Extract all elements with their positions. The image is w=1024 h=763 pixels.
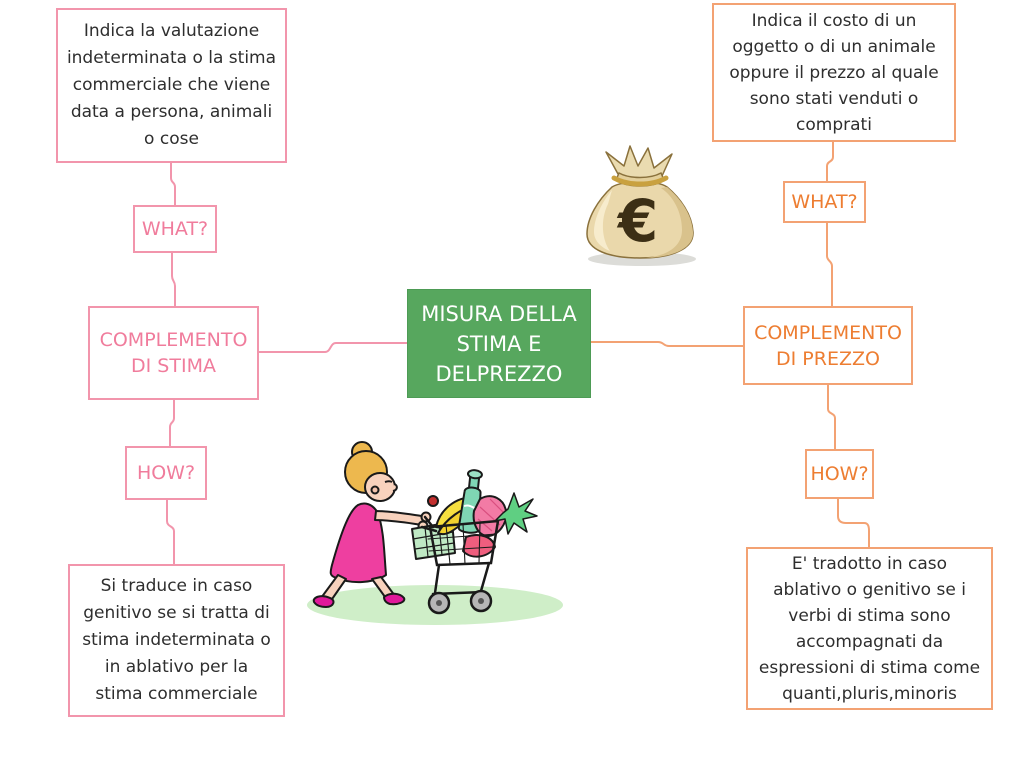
stima-node-box: COMPLEMENTO DI STIMA <box>88 306 259 400</box>
cherry <box>427 495 439 507</box>
connector-stima-what-to-node <box>171 252 176 307</box>
face <box>364 472 396 502</box>
connector-prezzo-node-to-how <box>827 384 836 450</box>
money-bag-highlight <box>594 190 612 251</box>
money-bag-shading <box>646 187 694 258</box>
shoe-right <box>383 592 406 606</box>
arm <box>374 510 424 526</box>
stima-translation-box: Si traduce in caso genitivo se si tratta… <box>68 564 285 717</box>
connector-stima-node-to-how <box>169 399 175 447</box>
page-title: MISURA DELLA STIMA E DELPREZZO <box>407 289 591 398</box>
woman-pushing-shopping-cart <box>307 441 563 625</box>
stima-what-box: WHAT? <box>133 205 217 253</box>
nose <box>392 483 398 492</box>
prezzo-what-box: WHAT? <box>783 181 866 223</box>
connector-stima-node-to-center <box>258 342 408 353</box>
shopping-cart <box>420 515 500 615</box>
cart-basket-grid <box>427 522 497 565</box>
money-bag-rope <box>611 175 669 187</box>
prezzo-how-box: HOW? <box>805 449 874 499</box>
cart-basket <box>428 519 500 567</box>
prezzo-node-box: COMPLEMENTO DI PREZZO <box>743 306 913 385</box>
groceries <box>411 469 538 560</box>
stima-definition-box: Indica la valutazione indeterminata o la… <box>56 8 287 163</box>
connector-center-to-prezzo-node <box>590 341 744 347</box>
ear <box>370 485 380 495</box>
shoe-left <box>312 595 335 608</box>
euro-symbol: € <box>616 187 658 255</box>
connector-stima-how-to-translation <box>166 499 175 565</box>
cart-handle <box>420 515 438 533</box>
stima-how-box: HOW? <box>125 446 207 500</box>
prezzo-translation-box: E' tradotto in caso ablativo o genitivo … <box>746 547 993 710</box>
prezzo-definition-box: Indica il costo di un oggetto o di un an… <box>712 3 956 142</box>
connector-stima-definition-to-what <box>170 162 176 206</box>
connector-prezzo-what-to-node <box>826 222 833 307</box>
shopper-figure <box>312 441 432 608</box>
connector-prezzo-how-to-translation <box>837 498 870 548</box>
eye <box>384 480 393 483</box>
connector-prezzo-definition-to-what <box>826 141 834 182</box>
cart-wheel-right-hub <box>478 598 484 604</box>
money-bag-icon: € <box>586 145 696 266</box>
cart-wheel-left-hub <box>436 600 442 606</box>
